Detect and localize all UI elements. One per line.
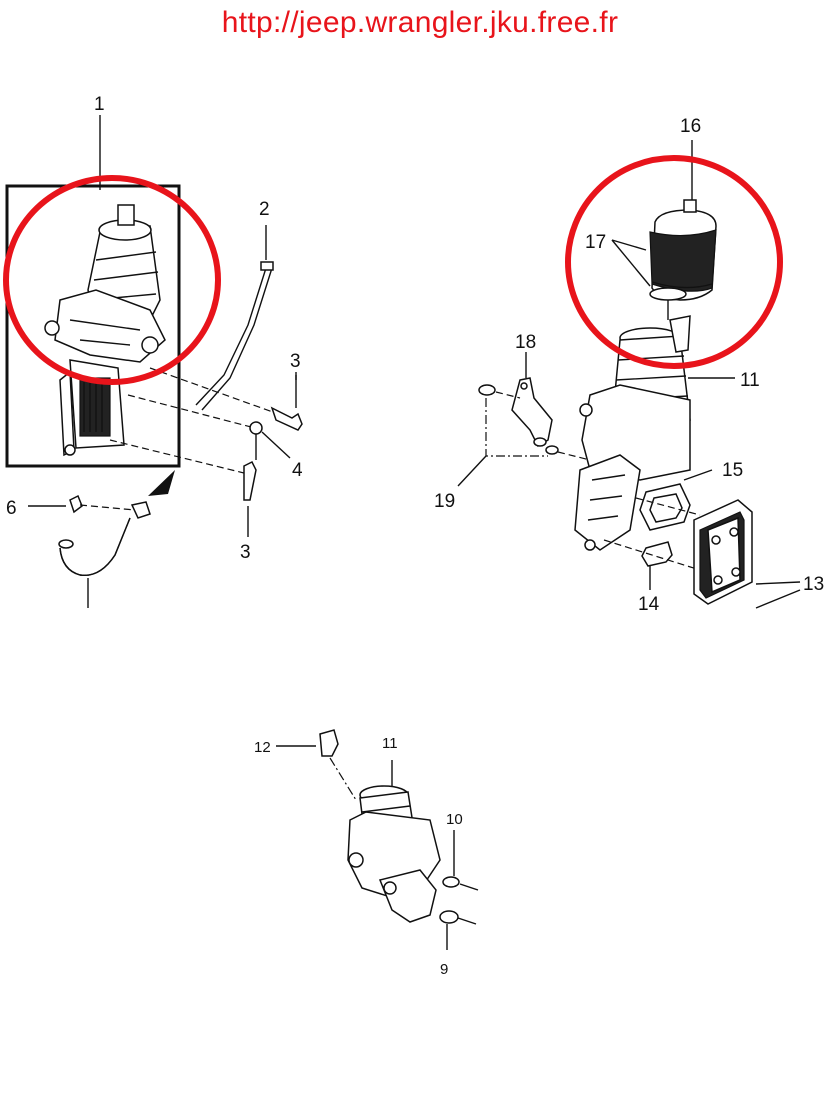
right-assembly bbox=[457, 140, 801, 609]
filter-cap-part bbox=[611, 140, 717, 320]
bottom-assembly bbox=[276, 729, 479, 950]
highlight-circle-right bbox=[565, 155, 783, 369]
callout-19: 19 bbox=[434, 491, 455, 512]
callout-11: 11 bbox=[382, 735, 398, 752]
callout-2: 2 bbox=[259, 199, 270, 220]
bracket-part bbox=[478, 352, 591, 461]
gasket-part bbox=[635, 469, 713, 531]
bolt-part bbox=[270, 375, 303, 431]
callout-3: 3 bbox=[240, 542, 251, 563]
sensor-part bbox=[276, 729, 357, 801]
highlight-box bbox=[5, 184, 181, 468]
filter-housing-part bbox=[347, 760, 441, 923]
callout-9: 9 bbox=[440, 961, 448, 978]
callout-6: 6 bbox=[6, 498, 17, 519]
oil-filter-housing-part bbox=[44, 204, 166, 457]
callout-13: 13 bbox=[803, 574, 824, 595]
callout-17: 17 bbox=[585, 232, 606, 253]
oil-cooler-part bbox=[693, 499, 801, 609]
callout-11: 11 bbox=[740, 370, 760, 391]
direction-arrow-icon bbox=[148, 470, 175, 496]
callout-4: 4 bbox=[292, 460, 303, 481]
seal-part bbox=[442, 830, 479, 891]
left-assembly bbox=[5, 115, 303, 608]
gasket-part bbox=[603, 539, 701, 590]
bolt-part bbox=[243, 460, 257, 537]
highlight-circle-left bbox=[3, 175, 221, 385]
callout-12: 12 bbox=[254, 739, 271, 756]
callout-1: 1 bbox=[94, 94, 105, 115]
callout-16: 16 bbox=[680, 116, 701, 137]
dipstick-tube-part bbox=[195, 267, 267, 406]
stud-part bbox=[249, 421, 291, 460]
filter-housing-part bbox=[574, 315, 735, 551]
source-url[interactable]: http://jeep.wrangler.jku.free.fr bbox=[221, 6, 619, 39]
hose-part bbox=[28, 494, 151, 608]
callout-3: 3 bbox=[290, 351, 301, 372]
callout-14: 14 bbox=[638, 594, 660, 615]
callout-10: 10 bbox=[446, 811, 463, 828]
callout-15: 15 bbox=[722, 460, 743, 481]
callout-18: 18 bbox=[515, 332, 536, 353]
seal-part bbox=[439, 910, 477, 950]
